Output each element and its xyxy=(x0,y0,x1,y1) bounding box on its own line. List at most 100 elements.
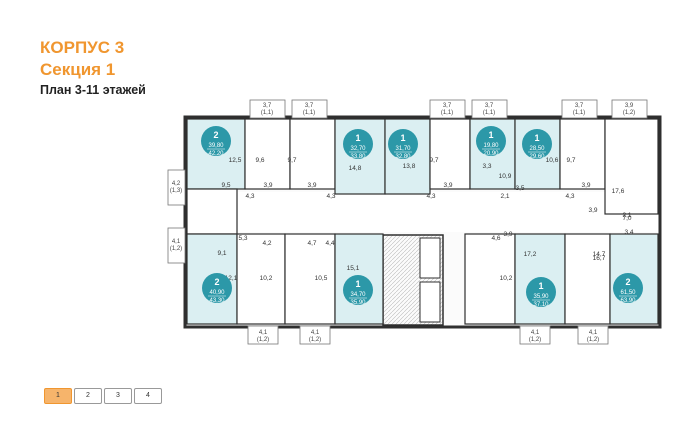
balcony xyxy=(247,325,279,345)
badge-rooms: 1 xyxy=(488,130,493,140)
room-area-label: 5,3 xyxy=(238,235,247,242)
balcony xyxy=(519,325,551,345)
apartment-badge[interactable]: 1 28,50 29,60 xyxy=(522,129,552,160)
building-title: КОРПУС 3 xyxy=(40,38,125,57)
badge-area-total: 35,90 xyxy=(350,300,366,306)
room-area-label: 9,7 xyxy=(566,157,575,164)
room-area-label: 2,1 xyxy=(500,193,509,200)
room-area-label: 10,2 xyxy=(260,275,273,282)
floor-plan-title: План 3-11 этажей xyxy=(40,83,146,97)
balcony xyxy=(249,99,286,119)
room-area-label: 9,5 xyxy=(221,182,230,189)
room-area-label: 3,3 xyxy=(482,163,491,170)
room-area-label: 10,2 xyxy=(500,275,513,282)
balcony-area: 4,1 xyxy=(531,330,540,336)
balcony-area-sub: (1,3) xyxy=(170,188,182,194)
balcony-area-sub: (1,1) xyxy=(261,110,273,116)
room-area-label: 16,7 xyxy=(593,255,606,262)
room xyxy=(559,118,606,190)
balcony-area-sub: (1,2) xyxy=(257,337,269,343)
room-area-label: 14,8 xyxy=(349,165,362,172)
badge-area-living: 40,90 xyxy=(209,290,225,296)
room-area-label: 2,1 xyxy=(622,212,631,219)
badge-area-total: 29,60 xyxy=(529,154,545,160)
balcony-area: 4,1 xyxy=(589,330,598,336)
corridor xyxy=(238,192,658,232)
balcony-area-sub: (1,2) xyxy=(309,337,321,343)
badge-circle xyxy=(613,273,643,303)
badge-rooms: 1 xyxy=(534,133,539,143)
badge-rooms: 2 xyxy=(213,130,218,140)
balcony-area-sub: (1,2) xyxy=(170,246,182,252)
section-switcher: 1 2 3 4 xyxy=(44,388,164,404)
room xyxy=(464,233,516,325)
balcony-area: 4,1 xyxy=(259,330,268,336)
room-area-label: 3,9 xyxy=(307,182,316,189)
room-area-label: 3,9 xyxy=(588,207,597,214)
badge-area-total: 42,20 xyxy=(208,151,224,157)
balcony xyxy=(167,227,186,264)
badge-area-living: 32,70 xyxy=(350,146,366,152)
balcony xyxy=(429,99,466,119)
room-area-label: 4,7 xyxy=(307,240,316,247)
balcony-area-sub: (1,1) xyxy=(573,110,585,116)
room xyxy=(186,188,238,235)
room-area-label: 7,0 xyxy=(622,215,631,222)
balcony-area-sub: (1,2) xyxy=(529,337,541,343)
room-area-label: 9,1 xyxy=(217,250,226,257)
badge-rooms: 1 xyxy=(538,281,543,291)
room-area-label: 9,6 xyxy=(255,157,264,164)
room-area-label: 3,9 xyxy=(581,182,590,189)
balcony-area-sub: (1,2) xyxy=(623,110,635,116)
room-area-label: 4,3 xyxy=(426,193,435,200)
badge-circle xyxy=(343,129,373,159)
room xyxy=(284,233,336,325)
balcony xyxy=(167,169,186,206)
badge-area-living: 39,80 xyxy=(208,143,224,149)
elevator xyxy=(419,281,441,323)
section-tab-3[interactable]: 3 xyxy=(104,388,132,404)
room-area-label: 4,2 xyxy=(262,240,271,247)
room-area-label: 14,7 xyxy=(593,251,606,258)
balcony xyxy=(291,99,328,119)
balcony-area: 3,7 xyxy=(485,103,494,109)
badge-area-total: 43,30 xyxy=(209,298,225,304)
room-area-label: 9,7 xyxy=(429,157,438,164)
balcony-area: 3,7 xyxy=(443,103,452,109)
badge-circle xyxy=(526,277,556,307)
room-area-label: 3,9 xyxy=(503,231,512,238)
apartment-badge[interactable]: 2 39,80 42,20 xyxy=(201,126,231,157)
badge-circle xyxy=(343,275,373,305)
room-area-label: 4,3 xyxy=(326,193,335,200)
room-area-label: 10,6 xyxy=(546,157,559,164)
room-area-label: 17,2 xyxy=(524,251,537,258)
balcony-area-sub: (1,1) xyxy=(303,110,315,116)
room-area-label: 9,7 xyxy=(287,157,296,164)
section-tab-2[interactable]: 2 xyxy=(74,388,102,404)
badge-rooms: 1 xyxy=(355,279,360,289)
badge-rooms: 1 xyxy=(355,133,360,143)
badge-circle xyxy=(388,129,418,159)
room-area-label: 3,9 xyxy=(263,182,272,189)
balcony xyxy=(577,325,609,345)
room-area-label: 17,6 xyxy=(612,188,625,195)
balcony-area-sub: (1,1) xyxy=(483,110,495,116)
room-area-label: 12,5 xyxy=(229,157,242,164)
room-area-label: 4,3 xyxy=(245,193,254,200)
badge-circle xyxy=(522,129,552,159)
section-tab-4[interactable]: 4 xyxy=(134,388,162,404)
badge-area-living: 28,50 xyxy=(529,146,545,152)
balcony-area: 3,9 xyxy=(625,103,634,109)
balcony-area: 4,2 xyxy=(172,181,181,187)
section-tab-1[interactable]: 1 xyxy=(44,388,72,404)
badge-area-total: 32,80 xyxy=(395,154,411,160)
badge-area-living: 35,90 xyxy=(533,294,549,300)
